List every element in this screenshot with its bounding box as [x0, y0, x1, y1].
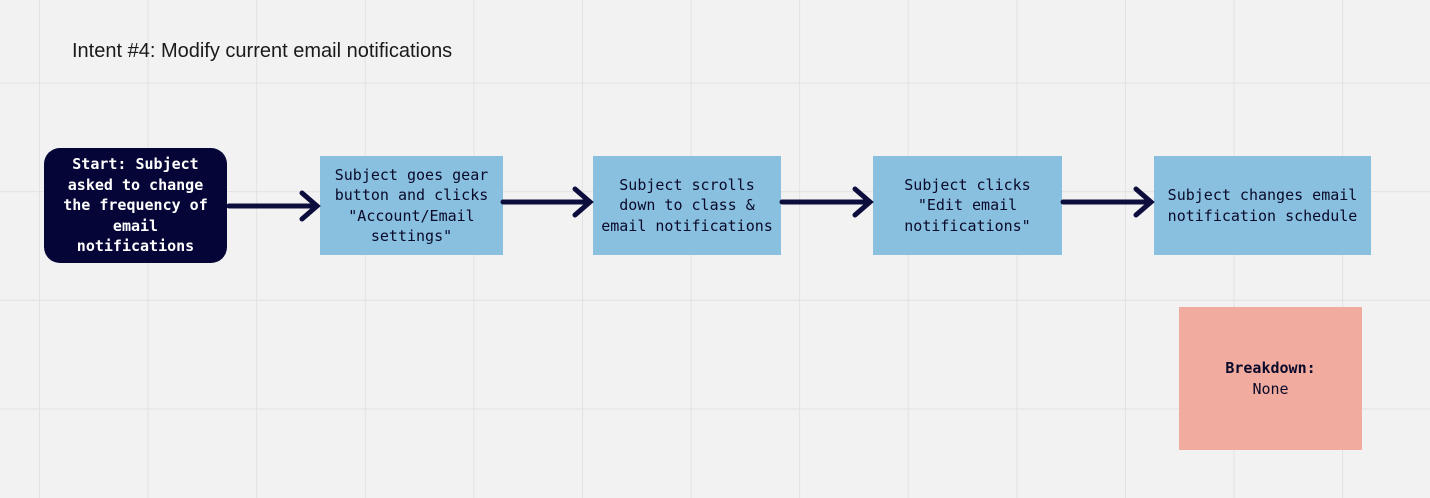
- step-line: button and clicks: [334, 186, 489, 204]
- step-line: Subject clicks: [904, 175, 1031, 194]
- start-node-text: Start: Subject asked to change the frequ…: [63, 154, 208, 257]
- start-node[interactable]: Start: Subject asked to change the frequ…: [44, 148, 227, 263]
- step-line: down to class &: [619, 196, 755, 215]
- start-line: notifications: [76, 237, 195, 256]
- step-line: notification schedule: [1167, 206, 1358, 225]
- start-line: asked to change: [67, 175, 204, 194]
- start-line: email: [112, 216, 159, 235]
- step-line: Subject scrolls: [619, 175, 755, 194]
- step-node-gear-button[interactable]: Subject goes gear button and clicks "Acc…: [320, 156, 503, 255]
- step-line: Subject changes email: [1167, 186, 1358, 204]
- step-node-text: Subject clicks "Edit email notifications…: [904, 175, 1030, 237]
- breakdown-value: None: [1252, 379, 1289, 398]
- breakdown-sticky-note[interactable]: Breakdown: None: [1179, 307, 1362, 450]
- step-node-scroll-down[interactable]: Subject scrolls down to class & email no…: [593, 156, 781, 255]
- arrow-step1-to-step2[interactable]: [500, 186, 594, 218]
- breakdown-label: Breakdown:: [1225, 359, 1316, 377]
- step-node-text: Subject scrolls down to class & email no…: [601, 175, 773, 237]
- arrow-step2-to-step3[interactable]: [779, 186, 874, 218]
- step-line: "Account/Email: [348, 206, 475, 225]
- step-line: settings": [370, 227, 453, 245]
- arrow-step3-to-step4[interactable]: [1060, 186, 1155, 218]
- step-line: email notifications: [601, 216, 773, 235]
- step-line: notifications": [904, 216, 1031, 235]
- start-line: the frequency of: [63, 196, 208, 215]
- step-line: Subject goes gear: [334, 165, 489, 184]
- diagram-title: Intent #4: Modify current email notifica…: [72, 40, 453, 62]
- arrow-start-to-step1[interactable]: [226, 190, 321, 222]
- step-node-edit-notifications[interactable]: Subject clicks "Edit email notifications…: [873, 156, 1062, 255]
- start-line: Start: Subject: [72, 155, 199, 174]
- step-line: "Edit email: [917, 196, 1018, 215]
- step-node-text: Subject changes email notification sched…: [1168, 185, 1358, 226]
- step-node-text: Subject goes gear button and clicks "Acc…: [335, 165, 489, 247]
- step-node-change-schedule[interactable]: Subject changes email notification sched…: [1154, 156, 1371, 255]
